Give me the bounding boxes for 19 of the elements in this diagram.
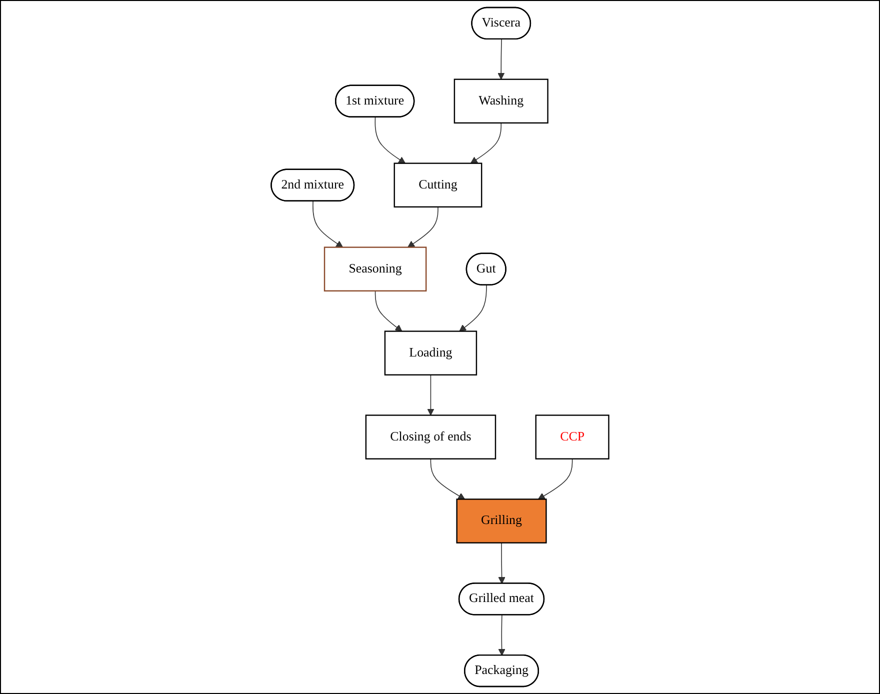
arrow [498,542,506,584]
node-box: Seasoning [324,246,427,292]
arrow [470,122,502,164]
arrow [427,374,434,416]
node-box: Washing [454,78,548,124]
node-box: CCP [535,414,610,460]
node-box: Loading [384,330,478,376]
node-box: Cutting [394,162,482,208]
arrow [408,206,438,248]
arrow [538,458,573,500]
node-box: Grilling [456,498,547,544]
arrow [498,614,506,656]
arrow [459,284,487,332]
arrow [312,200,344,248]
arrow [430,458,466,500]
arrow [374,290,402,332]
node-box: Closing of ends [365,414,496,460]
arrow [498,38,505,80]
arrow [374,116,406,164]
